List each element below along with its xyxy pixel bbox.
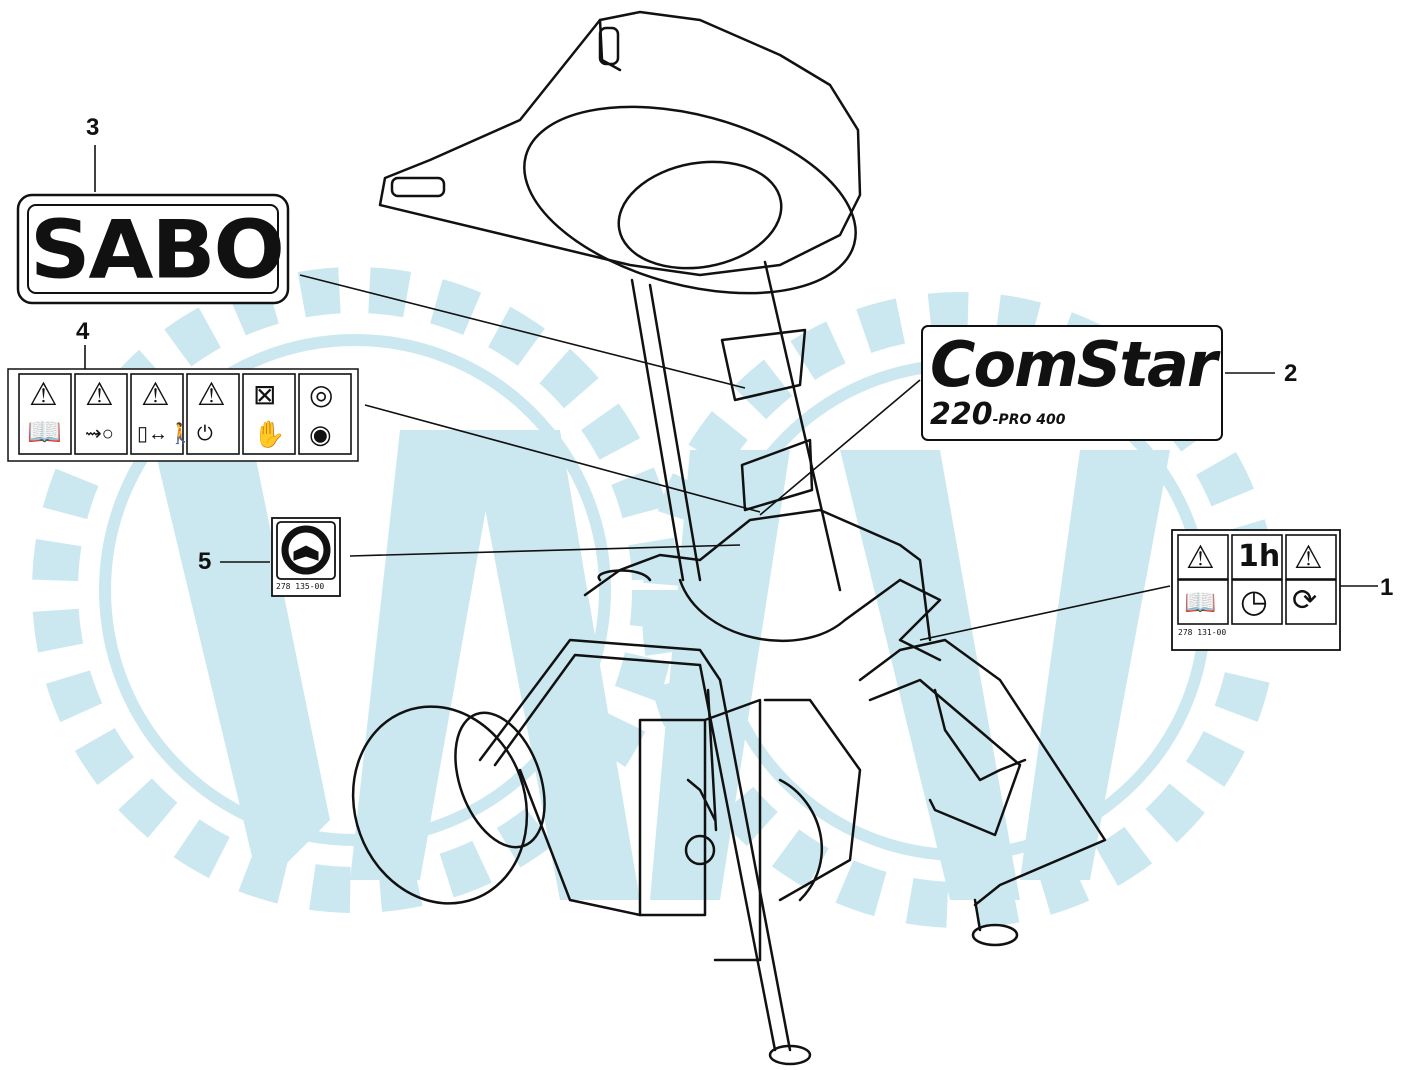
eye-protection-icon: ◉: [309, 419, 332, 449]
arrow-rotation-icon: ⟳: [1292, 584, 1318, 617]
callout-1: 1: [1380, 574, 1394, 601]
callout-4: 4: [76, 318, 90, 345]
shredder-drawing: [351, 10, 1107, 1066]
manual-book-icon: 📖: [27, 416, 62, 447]
decal5-part-code: 278 135-00: [276, 582, 325, 591]
comstar-name-text: ComStar: [930, 328, 1217, 401]
disconnect-plug-icon: ⏻: [197, 423, 213, 445]
safety-triangle-icon: ⚠: [1294, 539, 1323, 575]
decal1-icons: ⚠ 1h ⚠ 📖 ◷ ⟳: [1178, 535, 1338, 625]
comstar-model-number: 220: [930, 397, 993, 432]
decal-safety-pictograms: [7, 368, 359, 462]
callout-2: 2: [1284, 360, 1298, 387]
decal-comstar: [921, 325, 1223, 441]
decal-sabo: [16, 193, 290, 305]
clock-icon: ◷: [1240, 583, 1268, 619]
warning-triangle-icon: ⚠: [1186, 539, 1215, 575]
decal-read-manual: [271, 517, 341, 597]
sabo-brand-text: SABO: [30, 203, 285, 297]
ear-protection-icon: ◎: [309, 379, 334, 410]
no-loose-clothing-icon: ⊠: [253, 379, 277, 410]
person-triangle-icon: ⚠: [197, 376, 226, 412]
decal-maintenance: [1171, 529, 1341, 651]
comstar-model-suffix: -PRO 400: [992, 412, 1066, 428]
gloves-icon: ✋: [253, 419, 286, 449]
thrown-objects-icon: ⚠: [85, 376, 114, 412]
callout-3: 3: [86, 114, 100, 141]
hour-icon: 1h: [1238, 539, 1281, 574]
decal4-icons: ⚠ 📖 ⚠ ⇝○ ⚠ ▯↔🚶 ⚠ ⏻ ⊠ ✋ ◎ ◉: [19, 376, 355, 454]
manual-book-icon: 📖: [1184, 587, 1217, 617]
safe-distance-icon: ▯↔🚶: [137, 423, 193, 445]
keep-distance-icon: ⇝○: [85, 423, 114, 445]
comstar-number-line: 220-PRO 400: [930, 398, 1065, 432]
warning-triangle-icon: ⚠: [29, 376, 58, 412]
decal1-part-code: 278 131-00: [1178, 628, 1227, 637]
leader-lines: [84, 145, 1378, 641]
callout-5: 5: [198, 548, 212, 575]
hand-injury-icon: ⚠: [141, 376, 170, 412]
watermark-logo: [32, 267, 1278, 928]
